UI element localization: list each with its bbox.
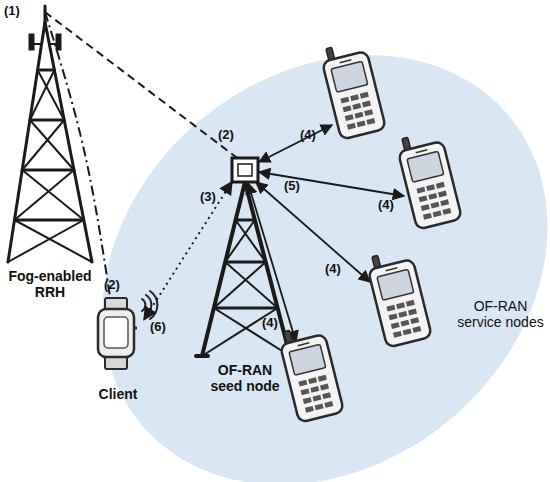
node-label: Fog-enabled RRH — [3, 268, 98, 300]
callout-number: (4) — [262, 316, 278, 330]
rrh-tower-art — [8, 22, 92, 262]
callout-number: (2) — [104, 278, 120, 292]
link-connector — [45, 12, 237, 158]
region-label: OF-RAN service nodes — [453, 298, 548, 330]
phone-symbol — [319, 39, 386, 139]
seed-tower-art — [238, 164, 252, 176]
smartwatch-art — [98, 298, 137, 369]
wireless-waves — [146, 295, 151, 315]
rrh-tower-art — [8, 70, 92, 262]
wireless-waves — [142, 299, 145, 311]
node-label: Client — [83, 386, 153, 402]
rrh-tower-art — [8, 6, 92, 262]
phone-symbol — [365, 247, 432, 347]
callout-number: (4) — [300, 128, 316, 142]
phone-links — [259, 125, 332, 162]
seed-tower-art — [232, 158, 258, 182]
link-connector — [45, 12, 110, 298]
phone-links — [259, 172, 404, 196]
rrh-tower-art — [29, 34, 34, 50]
wireless-waves — [150, 291, 157, 319]
phone-symbol — [395, 129, 462, 229]
callout-number: (4) — [325, 262, 341, 276]
phone-symbol — [277, 322, 344, 422]
link-connector — [144, 182, 232, 320]
seed-tower-art — [202, 220, 290, 356]
smartwatch-art — [98, 309, 134, 357]
smartwatch-art — [134, 327, 137, 330]
callout-number: (3) — [200, 190, 216, 204]
region-ellipse — [16, 0, 550, 482]
callout-number: (1) — [4, 4, 20, 18]
seed-tower-art — [196, 354, 296, 358]
callout-number: (2) — [218, 128, 234, 142]
seed-tower-art — [202, 182, 290, 356]
callout-number: (6) — [150, 320, 166, 334]
phone-links — [248, 183, 296, 342]
callout-number: (4) — [378, 198, 394, 212]
callout-number: (5) — [284, 179, 300, 193]
wireless-waves — [142, 291, 157, 319]
rrh-tower-art — [56, 34, 61, 50]
rrh-tower-art — [33, 43, 56, 45]
smartwatch-art — [104, 317, 128, 348]
seed-tower-art — [196, 158, 296, 356]
service-phones — [277, 39, 462, 422]
node-label: OF-RAN seed node — [203, 362, 288, 394]
